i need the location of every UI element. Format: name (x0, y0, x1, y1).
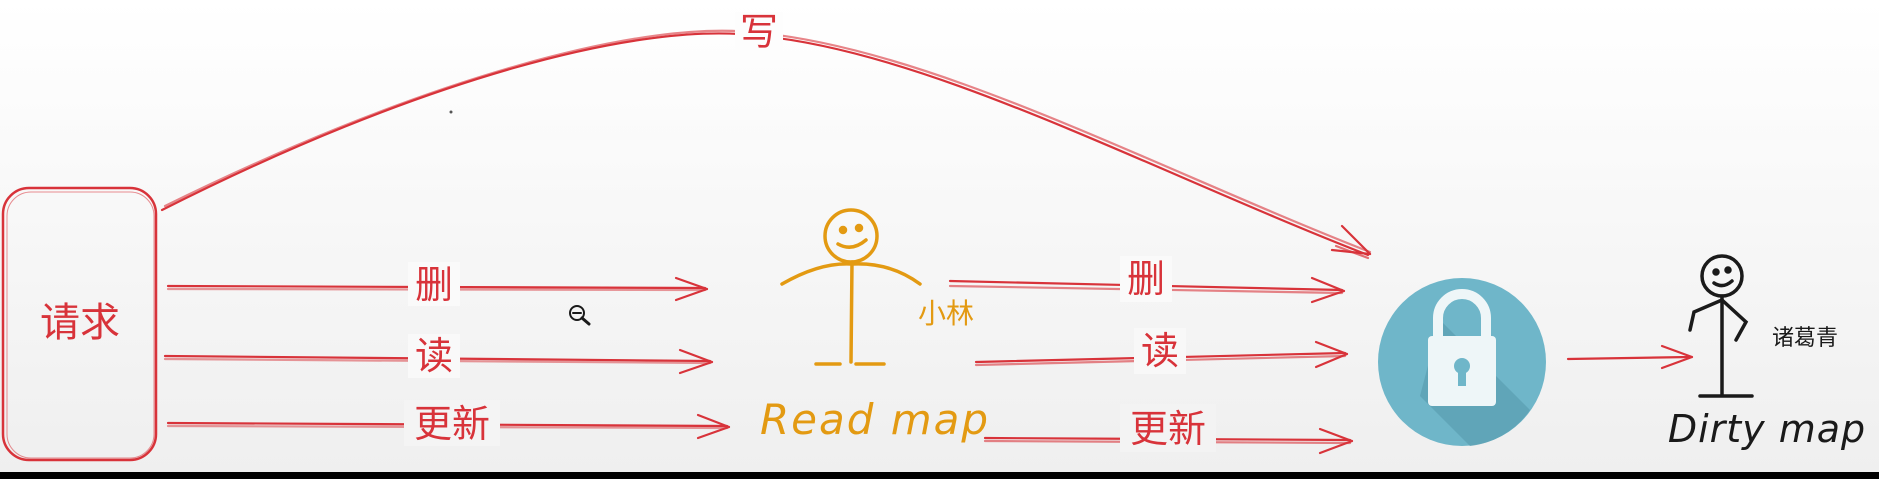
lock-to-dirty-arrow (1566, 344, 1694, 370)
stray-mark (449, 110, 453, 114)
dirty-map-label: Dirty map (1668, 407, 1866, 451)
request-label: 请求 (40, 300, 120, 346)
xiaolin-label: 小林 (918, 297, 974, 330)
right-delete-label-bg (1120, 256, 1172, 302)
zhugeqing-stick-figure (1688, 254, 1754, 398)
right-update-label-bg (1120, 404, 1216, 452)
request-box: 请求 (1, 186, 158, 462)
lock-icon (1378, 278, 1546, 446)
left-delete-label: 删 (415, 263, 453, 307)
left-read-label: 读 (415, 334, 453, 378)
right-update-label: 更新 (1130, 407, 1206, 451)
write-label: 写 (740, 10, 778, 54)
right-read-label: 读 (1141, 329, 1179, 373)
left-update-label-bg (404, 400, 500, 446)
right-read-label-bg (1134, 328, 1186, 374)
right-delete-label: 删 (1127, 257, 1165, 301)
read-map-label: Read map (760, 395, 990, 444)
left-delete-label-bg (408, 262, 460, 306)
zhugeqing-label: 诸葛青 (1772, 326, 1838, 351)
bottom-bar (0, 472, 1879, 479)
write-label-bg (735, 12, 783, 52)
xiaolin-stick-figure (780, 208, 922, 366)
left-read-label-bg (408, 334, 460, 378)
left-update-label: 更新 (414, 402, 490, 446)
zoom-out-cursor-icon (569, 305, 591, 326)
